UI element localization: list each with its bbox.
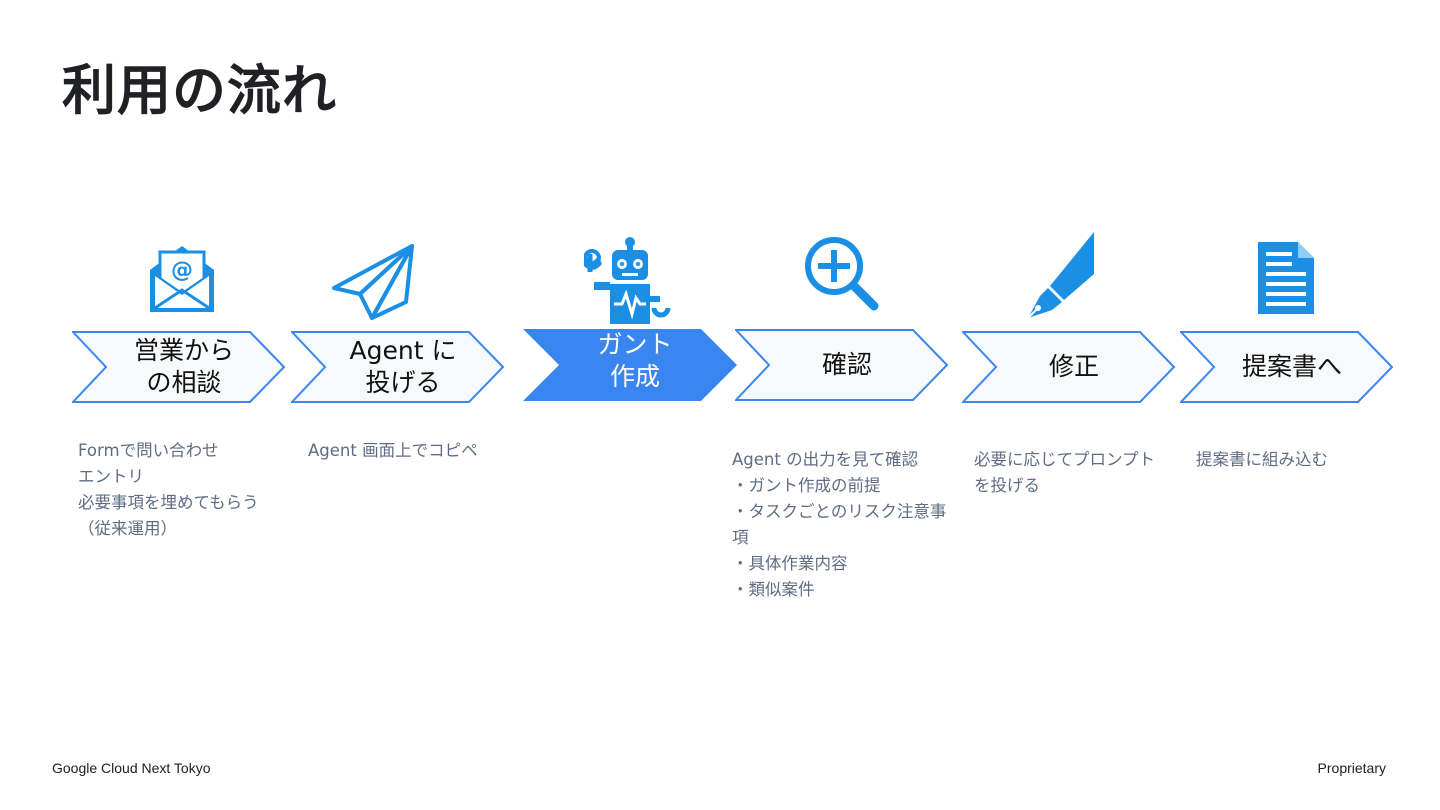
fountain-pen-icon	[1027, 232, 1094, 319]
description-line: 提案書に組み込む	[1196, 450, 1328, 469]
footer-brand: Google Cloud Next Tokyo	[52, 760, 211, 776]
step-to-proposal: 提案書へ	[1180, 331, 1394, 403]
step-label: 提案書へ	[1241, 352, 1342, 381]
step-sales-consultation: 営業からの相談	[72, 331, 286, 403]
step-revise: 修正	[962, 331, 1176, 403]
step-description-0: Formで問い合わせ エントリ 必要事項を埋めてもらう （従来運用）	[78, 438, 298, 542]
description-line: 必要に応じてプロンプト	[974, 450, 1156, 469]
document-icon	[1258, 242, 1314, 314]
step-review: 確認	[735, 329, 949, 401]
description-line: Agent の出力を見て確認	[732, 450, 919, 469]
step-label: 確認	[821, 350, 872, 379]
step-description-1: Agent 画面上でコピペ	[308, 438, 528, 464]
robot-icon	[584, 237, 671, 324]
step-label: 営業からの相談	[133, 336, 234, 397]
paper-plane-icon	[332, 244, 414, 320]
description-line: ・タスクごとのリスク注意事	[732, 502, 947, 521]
description-line: を投げる	[974, 476, 1040, 495]
step-label: Agent に投げる	[349, 336, 457, 397]
footer-proprietary: Proprietary	[1317, 760, 1386, 776]
description-line: Formで問い合わせ	[78, 441, 219, 460]
step-description-5: 提案書に組み込む	[1196, 447, 1416, 473]
description-line: （従来運用）	[78, 519, 177, 538]
step-description-4: 必要に応じてプロンプト を投げる	[974, 447, 1194, 499]
description-line: ・類似案件	[732, 580, 815, 599]
svg-text:@: @	[171, 258, 193, 283]
email-icon: @	[150, 246, 214, 312]
step-send-to-agent: Agent に投げる	[291, 331, 505, 403]
description-line: 項	[732, 528, 749, 547]
description-line: ・ガント作成の前提	[732, 476, 881, 495]
description-line: 必要事項を埋めてもらう	[78, 493, 259, 512]
page-title: 利用の流れ	[62, 59, 337, 122]
description-line: エントリ	[78, 467, 144, 486]
description-line: ・具体作業内容	[732, 554, 848, 573]
step-description-3: Agent の出力を見て確認 ・ガント作成の前提 ・タスクごとのリスク注意事 項…	[732, 447, 952, 603]
zoom-in-icon	[805, 237, 879, 311]
step-label: ガント作成	[597, 330, 673, 391]
step-label: 修正	[1048, 352, 1099, 381]
description-line: Agent 画面上でコピペ	[308, 441, 478, 460]
step-gantt-creation: ガント作成	[523, 329, 737, 401]
